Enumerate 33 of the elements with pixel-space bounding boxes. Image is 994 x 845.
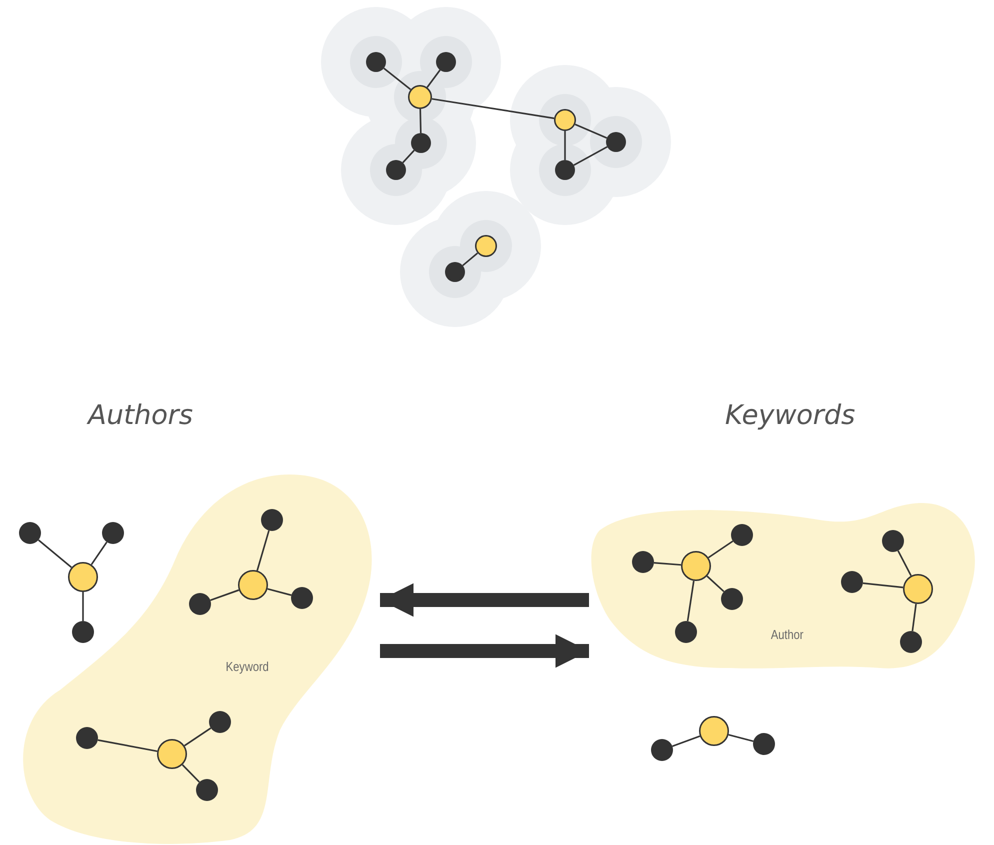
link-line — [402, 150, 415, 164]
group-title: Authors — [88, 400, 193, 431]
link-line — [912, 604, 917, 632]
link-line — [686, 580, 695, 622]
link-line — [383, 68, 412, 90]
link-line — [98, 739, 158, 752]
link-line — [432, 98, 554, 120]
link-line — [267, 588, 292, 596]
link-line — [574, 124, 608, 139]
group-title: Keywords — [725, 400, 856, 431]
link-line — [419, 108, 422, 134]
link-line — [210, 589, 240, 602]
link-line — [564, 131, 566, 160]
link-line — [654, 562, 682, 566]
arrow — [380, 634, 589, 668]
link-line — [897, 550, 912, 576]
link-line — [573, 146, 608, 166]
link-line — [90, 542, 108, 566]
link-line — [256, 530, 270, 571]
link-line — [862, 582, 904, 588]
link-line — [184, 727, 212, 746]
link-line — [706, 576, 724, 592]
link-line — [462, 252, 478, 266]
link-line — [672, 735, 700, 747]
link-line — [82, 592, 84, 621]
link-line — [182, 764, 200, 783]
arrow — [380, 583, 589, 617]
link-line — [426, 70, 441, 88]
link-line — [728, 734, 754, 742]
cluster-label: Author — [770, 627, 804, 642]
link-line — [38, 539, 72, 568]
cluster-label: Keyword — [226, 659, 269, 674]
link-line — [708, 540, 734, 558]
